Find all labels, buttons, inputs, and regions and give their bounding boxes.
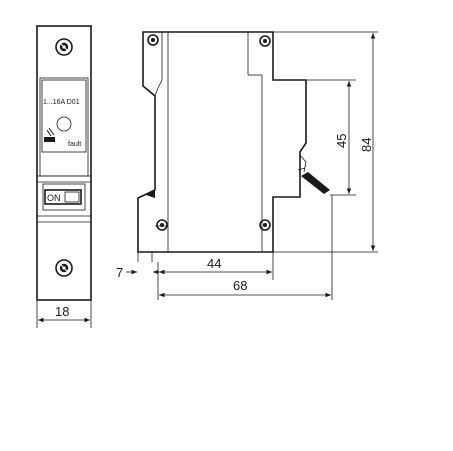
rail-clip-icon [146,190,155,198]
side-screw-top-right-icon [259,35,271,47]
switch-housing [42,183,86,211]
offset-value: 7 [116,265,123,280]
switch-label: ON [47,193,61,203]
fault-label: fault [68,141,81,148]
side-screw-bottom-left-icon [156,219,168,231]
toggle-lever-icon [297,154,330,194]
side-view: 84 45 44 68 7 [116,31,378,300]
top-terminal-screw-icon [55,38,73,56]
on-switch-toggle [44,189,82,205]
height-front-value: 45 [334,134,349,148]
side-screw-top-left-icon [147,34,159,46]
front-width-value: 18 [55,304,69,319]
front-view: 1...16A D01 fault ON 18 [36,25,92,328]
depth-total-value: 68 [233,278,247,293]
fault-indicator-window [56,116,72,132]
front-body-outline [36,25,92,301]
rating-label: 1...16A D01 [43,99,80,106]
fault-indicator-icon [44,127,55,142]
side-screw-bottom-right-icon [259,219,271,231]
front-label-panel [39,77,89,177]
side-body-outline [137,31,307,253]
height-total-value: 84 [359,138,374,152]
bottom-terminal-screw-icon [55,259,73,277]
depth-inner-value: 44 [207,256,221,271]
